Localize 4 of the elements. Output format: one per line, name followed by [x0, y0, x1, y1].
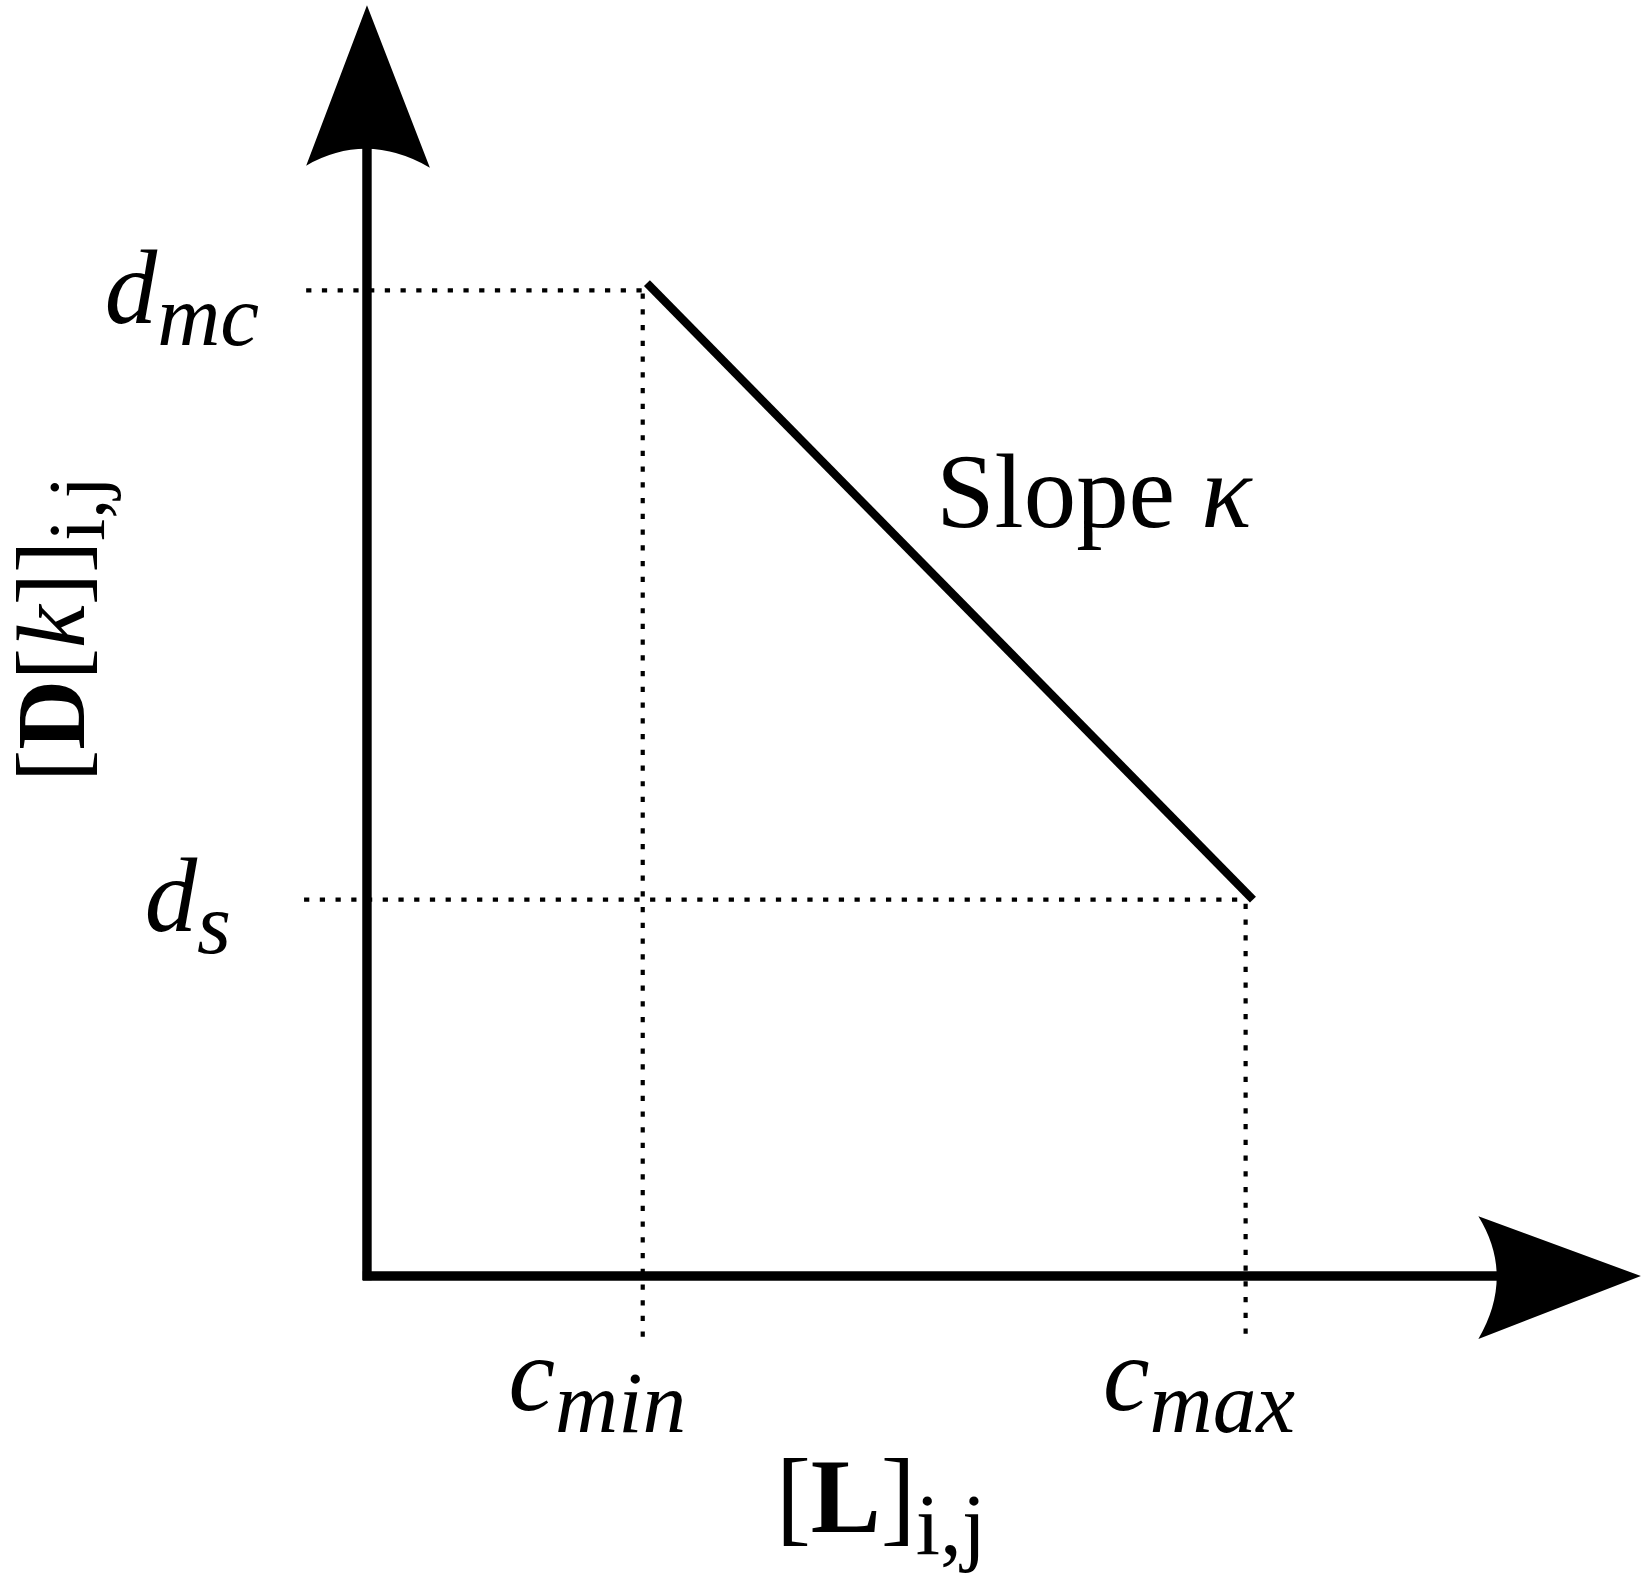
tick-label: d$_{s}$ — [144, 844, 232, 969]
tick-label: c$_{max}$ — [1103, 1323, 1296, 1448]
tick-label: d$_{mc}$ — [104, 235, 260, 360]
tick-label: c$_{min}$ — [508, 1323, 687, 1448]
